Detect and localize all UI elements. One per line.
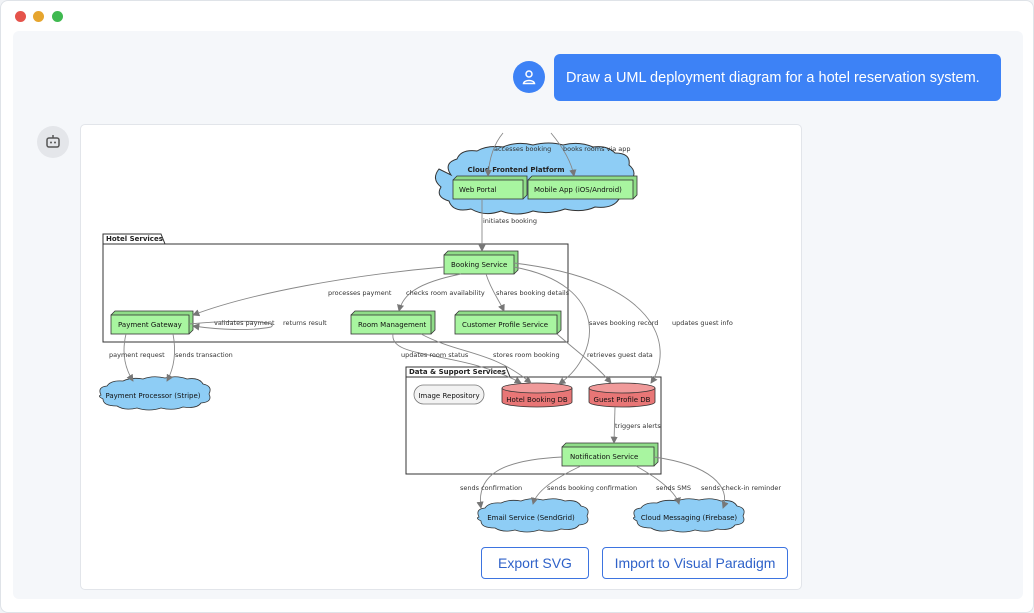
edge-label-validates-payment: validates payment [214, 319, 275, 327]
payment-gateway-node[interactable]: Payment Gateway [110, 310, 194, 335]
edge-label-updates-room: updates room status [401, 351, 469, 359]
image-repository-label: Image Repository [418, 392, 479, 400]
edge-label-returns-result: returns result [283, 319, 327, 327]
edge-label-sends-confirmation: sends confirmation [460, 484, 522, 492]
cloud-messaging-label: Cloud Messaging (Firebase) [641, 514, 738, 522]
connectors [123, 132, 729, 509]
edge-label-payment-request: payment request [109, 351, 165, 359]
guest-profile-db-label: Guest Profile DB [594, 396, 651, 404]
image-repository-node[interactable]: Image Repository [413, 384, 485, 405]
web-portal-node[interactable]: Web Portal [452, 175, 528, 200]
edge-label-updates-guest: updates guest info [672, 319, 733, 327]
edge-label-sends-transaction: sends transaction [175, 351, 233, 359]
mobile-app-label: Mobile App (iOS/Android) [534, 186, 622, 194]
edge-label-sends-booking-confirmation: sends booking confirmation [547, 484, 637, 492]
hotel-booking-db[interactable]: Hotel Booking DB [501, 382, 573, 408]
close-window-button[interactable] [15, 11, 26, 22]
edge-label-accesses-booking: accesses booking [494, 145, 551, 153]
edge-labels: accesses booking books rooms via app ini… [109, 145, 781, 492]
mobile-app-node[interactable]: Mobile App (iOS/Android) [527, 175, 638, 200]
deployment-diagram: Hotel Services Data & Support Services C… [99, 132, 781, 533]
edge-label-checks-room: checks room availability [406, 289, 485, 297]
edge-label-sends-checkin: sends check-in reminder [701, 484, 781, 492]
edge-label-initiates-booking: initiates booking [483, 217, 537, 225]
person-icon [513, 61, 545, 93]
email-service-label: Email Service (SendGrid) [487, 514, 575, 522]
notification-service-node[interactable]: Notification Service [561, 442, 659, 467]
maximize-window-button[interactable] [52, 11, 63, 22]
robot-icon [37, 126, 69, 158]
web-portal-label: Web Portal [459, 186, 497, 194]
customer-profile-node[interactable]: Customer Profile Service [454, 310, 562, 335]
data-support-label: Data & Support Services [409, 368, 506, 376]
edge-label-stores-room: stores room booking [493, 351, 560, 359]
cloud-messaging-cloud[interactable]: Cloud Messaging (Firebase) [633, 498, 745, 533]
payment-processor-label: Payment Processor (Stripe) [105, 392, 200, 400]
diagram-card: Hotel Services Data & Support Services C… [80, 124, 802, 590]
export-svg-button[interactable]: Export SVG [481, 547, 589, 579]
edge-label-shares-booking: shares booking details [496, 289, 570, 297]
hotel-services-label: Hotel Services [106, 235, 163, 243]
booking-service-label: Booking Service [451, 261, 507, 269]
room-management-label: Room Management [358, 321, 427, 329]
edge-label-saves-booking: saves booking record [589, 319, 658, 327]
email-service-cloud[interactable]: Email Service (SendGrid) [477, 498, 589, 533]
edge-label-retrieves-guest: retrieves guest data [587, 351, 653, 359]
booking-service-node[interactable]: Booking Service [443, 250, 519, 275]
hotel-booking-db-label: Hotel Booking DB [506, 396, 568, 404]
payment-gateway-label: Payment Gateway [118, 321, 182, 329]
user-message-bubble: Draw a UML deployment diagram for a hote… [554, 54, 1001, 101]
title-bar [1, 1, 1033, 31]
edge-label-triggers-alerts: triggers alerts [615, 422, 661, 430]
room-management-node[interactable]: Room Management [350, 310, 436, 335]
edge-label-processes-payment: processes payment [328, 289, 392, 297]
import-visual-paradigm-button[interactable]: Import to Visual Paradigm [602, 547, 788, 579]
hotel-services-package: Hotel Services [102, 233, 569, 343]
edge-label-books-rooms: books rooms via app [563, 145, 631, 153]
minimize-window-button[interactable] [33, 11, 44, 22]
guest-profile-db[interactable]: Guest Profile DB [588, 382, 656, 408]
cloud-frontend-label: Cloud Frontend Platform [467, 166, 564, 174]
chat-area: Draw a UML deployment diagram for a hote… [13, 31, 1023, 599]
customer-profile-label: Customer Profile Service [462, 321, 548, 329]
edge-label-sends-sms: sends SMS [656, 484, 691, 492]
notification-service-label: Notification Service [570, 453, 638, 461]
data-support-package: Data & Support Services [405, 366, 662, 475]
payment-processor-cloud[interactable]: Payment Processor (Stripe) [99, 376, 211, 411]
